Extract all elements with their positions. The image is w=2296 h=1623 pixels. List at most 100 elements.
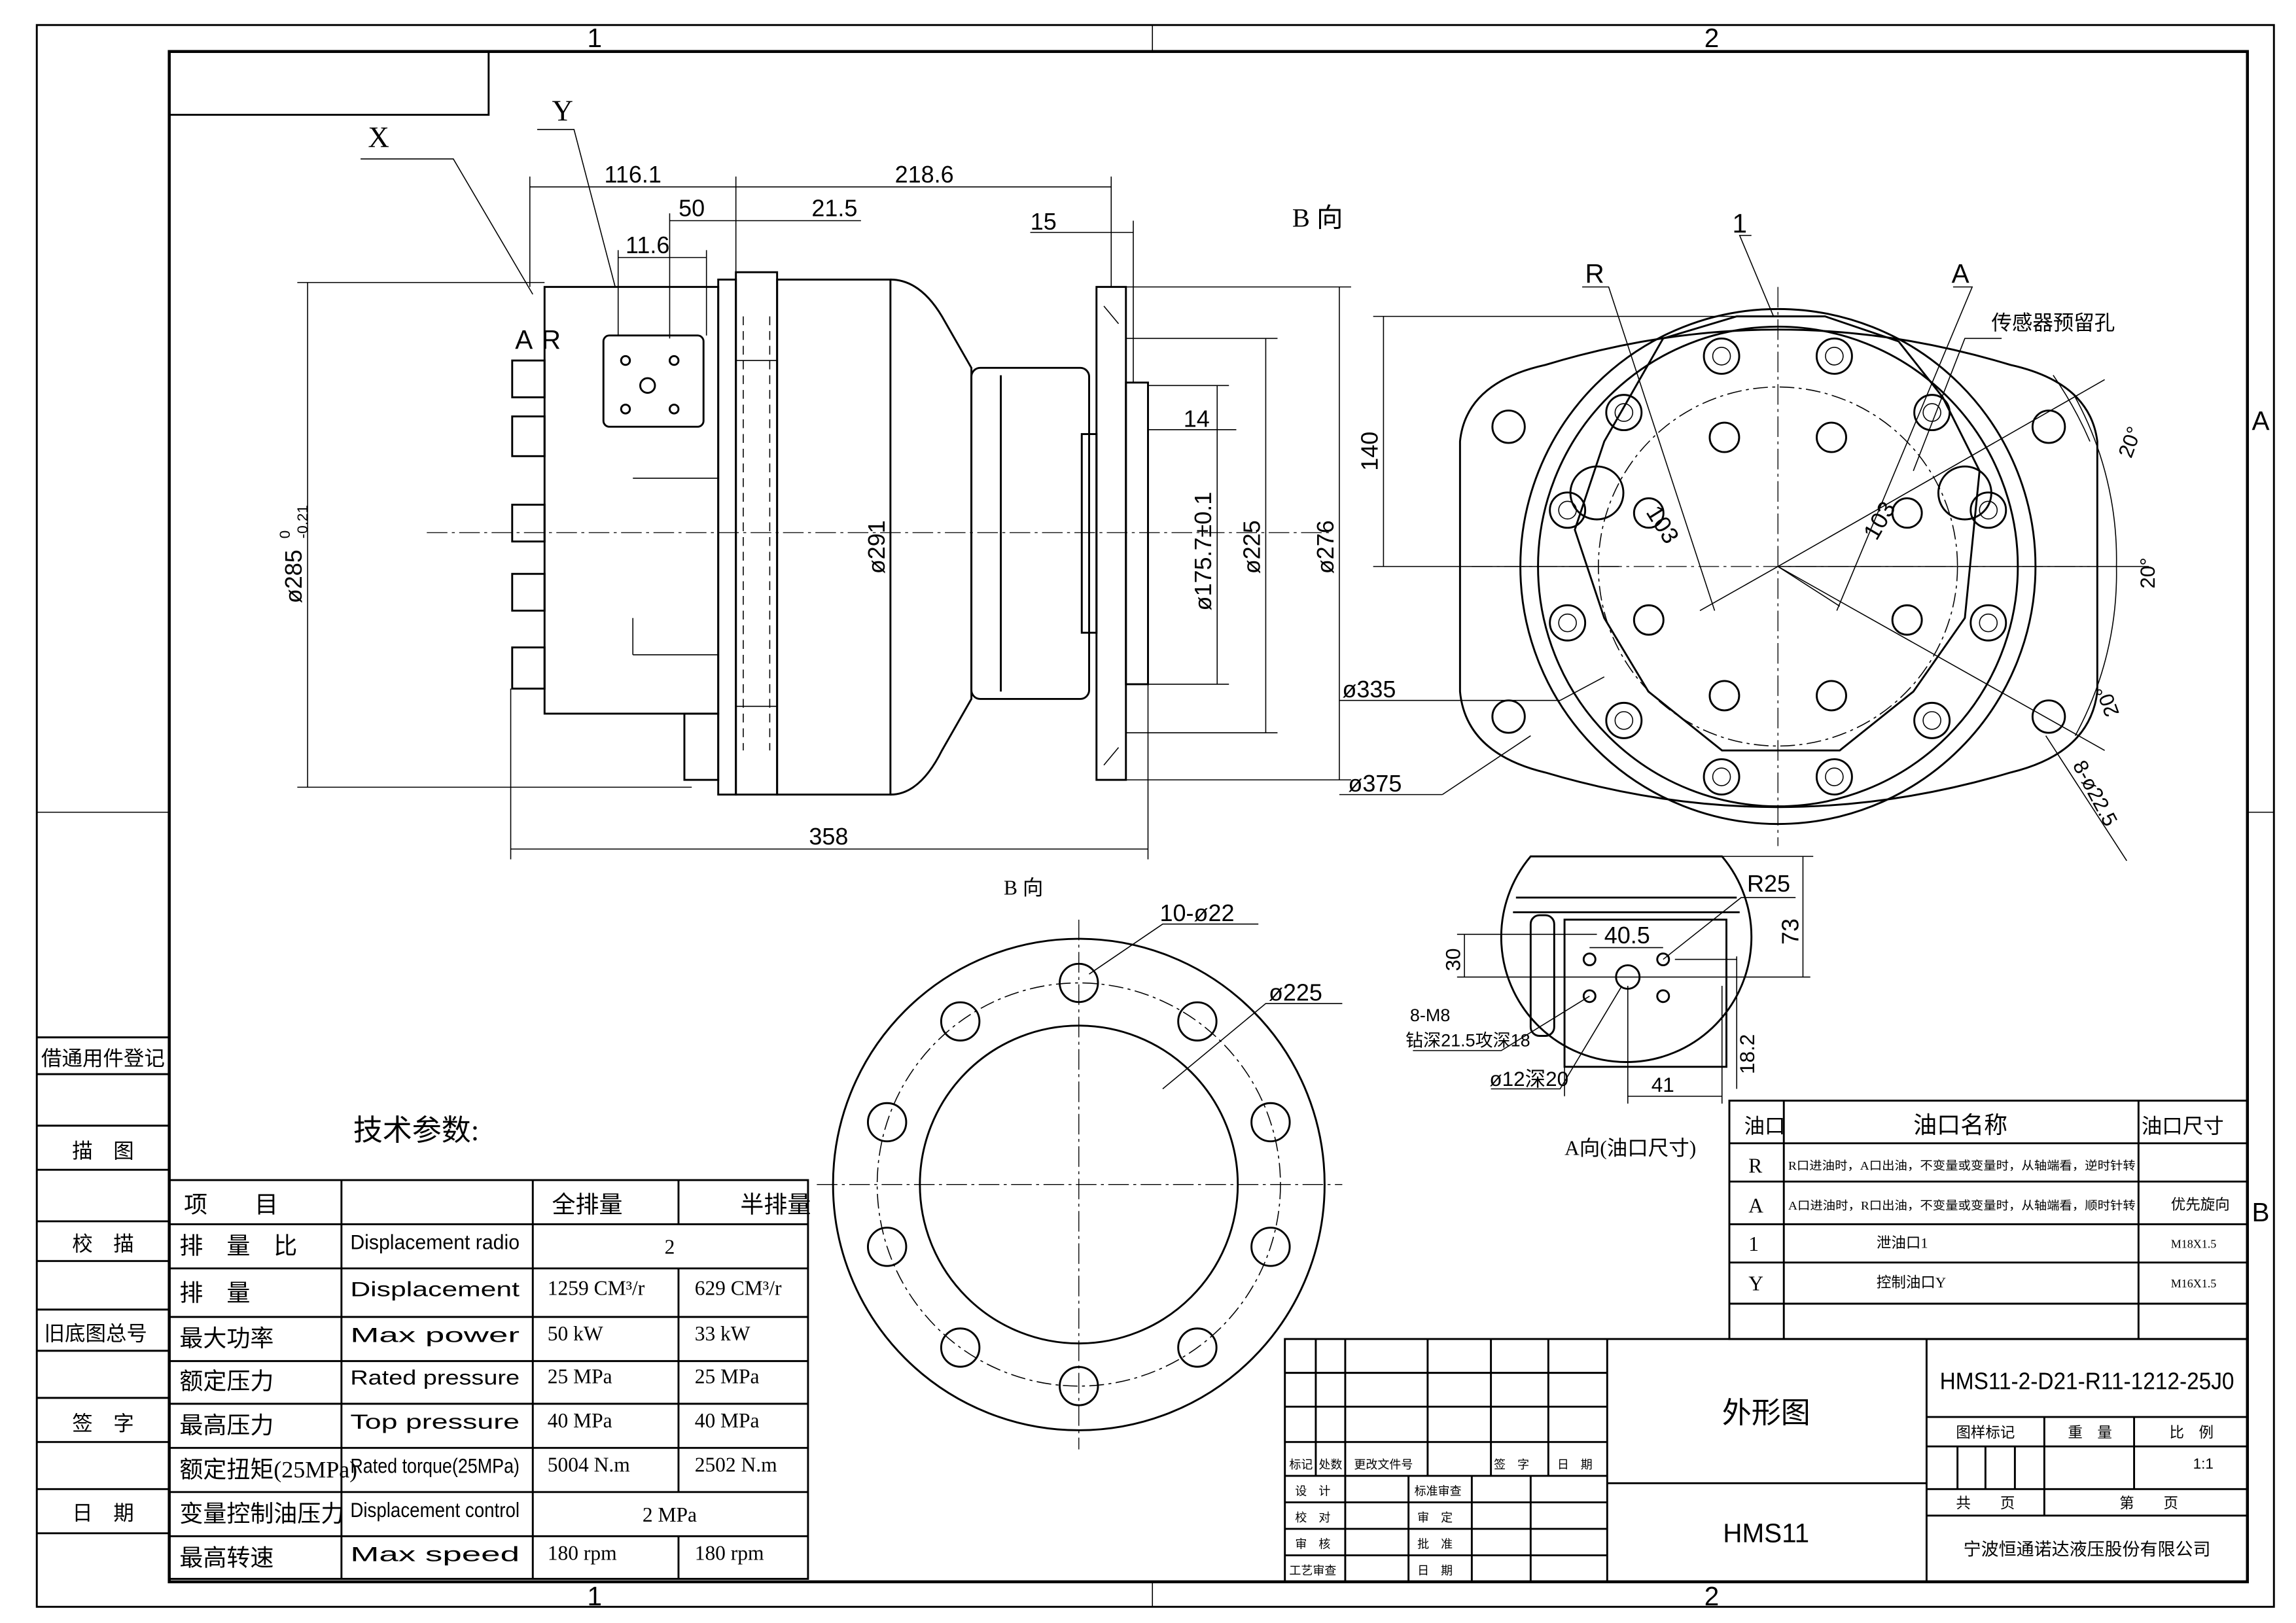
dim-41: 41 [1651,1073,1674,1096]
tech-row-full: 180 rpm [548,1541,617,1564]
bolt-hole [1250,1102,1291,1143]
dim-358: 358 [809,823,848,850]
dim-15: 15 [1031,208,1057,235]
dim-dia-175-7: ø175.7±0.1 [1190,492,1216,611]
bolt-head [1913,394,1951,432]
tech-row-full: 25 MPa [548,1365,612,1387]
flange-hole [1491,410,1526,444]
sign-approve: 审 定 [1417,1511,1453,1524]
a-view-title: A向(油口尺寸) [1564,1137,1696,1160]
dim-angle-2: 20° [2136,557,2159,589]
dim-116-1: 116.1 [605,161,662,188]
port-name: R口进油时，A口出油，不变量或变量时，从轴端看，逆时针转 [1788,1159,2136,1172]
tech-table: 项 目 全排量 半排量 [184,1191,811,1217]
sign-ratify: 批 准 [1417,1537,1453,1550]
port-table-grid [1728,1100,2249,1340]
tech-row-en: Rated torque(25MPa) [350,1454,520,1478]
tech-row-cn: 额定扭矩(25MPa) [179,1456,357,1482]
rev-count: 处数 [1318,1458,1342,1471]
label-port-r: R [1585,258,1604,288]
dim-21-5: 21.5 [811,195,857,222]
label-y: Y [552,94,573,127]
strip-trace: 描 图 [72,1139,133,1162]
label-x: X [368,121,389,154]
bolt-hole [1177,1327,1218,1368]
rev-doc: 更改文件号 [1354,1458,1413,1471]
port-size: M18X1.5 [2171,1237,2216,1250]
port-header-size: 油口尺寸 [2142,1115,2224,1138]
dim-103-b: 103 [1858,497,1901,544]
bolt-head [1549,604,1587,642]
bolt-socket [1558,500,1577,520]
dim-10-holes: 10-ø22 [1159,899,1234,926]
tech-row-cn: 排 量 [179,1280,250,1306]
title-block: 标记 处数 更改文件号 签 字 日 期 设 计 校 对 审 核 工艺审查 标准审… [1289,1367,2234,1577]
tech-row-en: Displacement [350,1278,520,1301]
strip-old-number: 旧底图总号 [44,1321,147,1345]
dim-angle-1: 20° [2113,423,2146,461]
tech-row-full: 50 kW [548,1322,603,1345]
tech-row-cn: 排 量 比 [179,1232,297,1259]
tech-row-full: 40 MPa [548,1409,612,1432]
dim-218-6: 218.6 [895,161,954,188]
tech-row-value: 2 [665,1235,675,1258]
tech-row-half: 40 MPa [695,1409,760,1432]
drawing-name: 外形图 [1722,1396,1810,1429]
sign-date: 日 期 [1417,1564,1453,1577]
dim-18-2: 18.2 [1735,1034,1759,1074]
bolt-hole [1059,1366,1099,1406]
inner-bolt [1891,604,1923,636]
tech-header-half: 半排量 [740,1191,811,1217]
bolt-head [1605,701,1643,739]
bolt-hole [1250,1227,1291,1267]
zone-bottom-2: 2 [1704,1581,1720,1611]
dim-140: 140 [1356,432,1383,471]
label-b-view-arrow: B 向 [1292,203,1343,232]
bolt-socket [1558,613,1577,633]
sheets-total: 共 页 [1956,1495,2015,1512]
sign-design: 设 计 [1295,1484,1330,1497]
dim-dia-375: ø375 [1348,770,1402,797]
dim-8-m8: 8-M8 [1410,1005,1450,1025]
sign-process: 工艺审查 [1289,1564,1336,1577]
bolt-socket [1614,711,1634,730]
tech-row-cn: 最大功率 [179,1325,274,1352]
label-a-port: A [515,324,533,355]
tech-row-half: 33 kW [695,1322,751,1345]
top-left-box [168,50,490,116]
dim-73: 73 [1777,918,1804,945]
bolt-head [1913,701,1951,739]
zone-top-2: 2 [1704,23,1720,53]
dim-dia-291: ø291 [863,520,890,574]
bolt-head [1549,491,1587,529]
inner-frame [168,50,2250,1584]
dim-b-dia-225: ø225 [1269,979,1322,1006]
tech-header-item: 项 目 [184,1191,278,1217]
marks-header-weight: 重 量 [2068,1425,2111,1441]
flange-hole [1491,699,1526,734]
title-block-grid [1284,1338,2249,1583]
tech-row-half: 180 rpm [695,1541,764,1564]
tech-row-en: Displacement radio [350,1230,520,1254]
bolt-socket [1614,403,1634,422]
bolt-head [1815,758,1853,795]
bolt-hole [940,1327,981,1368]
dim-dia-335: ø335 [1342,676,1396,703]
rev-mark: 标记 [1289,1458,1313,1471]
sign-review: 审 核 [1295,1537,1330,1550]
inner-bolt [1708,680,1740,712]
zone-right-a: A [2252,406,2270,436]
tech-row-half: 25 MPa [695,1365,760,1387]
strip-sign: 签 字 [72,1411,133,1435]
inner-bolt [1708,421,1740,453]
dim-103-a: 103 [1641,500,1685,548]
inner-bolt [1633,497,1665,529]
tech-row-half: 2502 N.m [695,1453,777,1476]
b-view-title: B 向 [1004,877,1043,899]
label-sensor-hole: 传感器预留孔 [1991,311,2115,334]
b-view: B 向 10-ø22 ø225 [817,877,1343,1450]
dim-drill-depth: 钻深21.5攻深18 [1405,1030,1530,1050]
dim-50: 50 [679,195,705,222]
dim-30: 30 [1441,949,1464,971]
outer-frame [35,24,2275,1608]
